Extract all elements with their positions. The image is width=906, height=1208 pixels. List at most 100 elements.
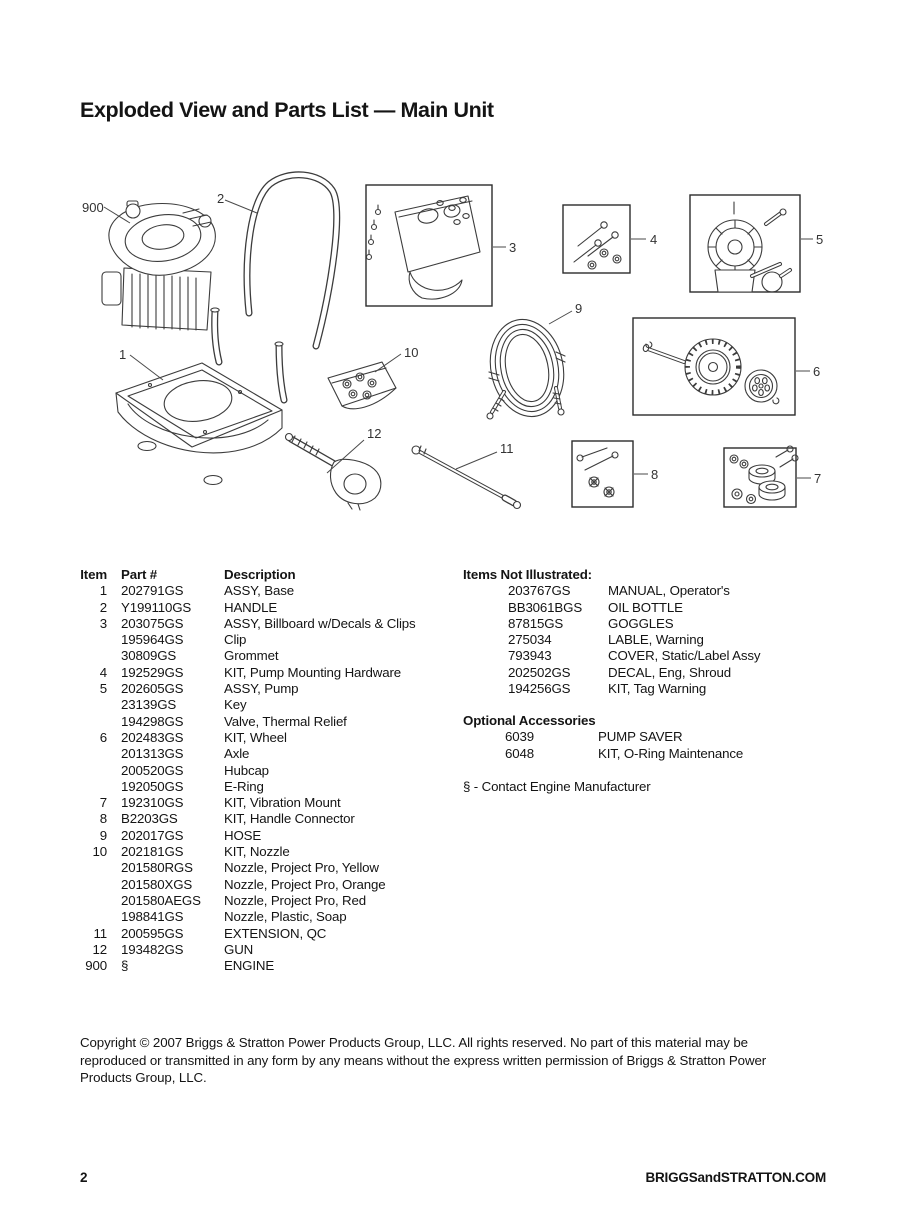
- desc-cell: GUN: [224, 941, 254, 957]
- pump-hardware-box-drawing: [562, 204, 631, 274]
- part-cell: 203075GS: [121, 615, 184, 631]
- callout-12: 12: [367, 426, 381, 441]
- parts-row: 192050GS E-Ring: [80, 779, 462, 795]
- parts-row: 900§ENGINE: [80, 958, 462, 974]
- callout-4: 4: [650, 232, 657, 247]
- engine-drawing: [101, 200, 216, 331]
- parts-row: 198841GS Nozzle, Plastic, Soap: [80, 909, 462, 925]
- item-cell: 9: [99, 827, 107, 843]
- parts-row: 201313GS Axle: [80, 746, 462, 762]
- desc-cell: ASSY, Billboard w/Decals & Clips: [224, 615, 416, 631]
- item-cell: 10: [92, 844, 108, 860]
- part-cell: 194298GS: [121, 713, 184, 729]
- item-cell: 11: [93, 925, 107, 941]
- item-cell: [80, 714, 107, 730]
- item-cell: [80, 779, 107, 795]
- wheel-box-drawing: [632, 317, 796, 416]
- part-cell: 202483GS: [121, 729, 184, 745]
- callout-9: 9: [575, 301, 582, 316]
- desc-cell: KIT, Pump Mounting Hardware: [224, 664, 402, 680]
- part-cell: 195964GS: [121, 632, 184, 648]
- item-cell: [80, 648, 107, 664]
- item-cell: 1: [99, 583, 107, 599]
- callout-leader-lines: [103, 199, 813, 479]
- callout-11: 11: [500, 441, 514, 456]
- billboard-box-drawing: [365, 184, 493, 307]
- part-cell: 192310GS: [121, 795, 184, 811]
- parts-table-header: Item Part # Description: [80, 567, 462, 583]
- desc-cell: MANUAL, Operator's: [608, 583, 730, 599]
- callout-3: 3: [509, 240, 516, 255]
- desc-cell: KIT, Wheel: [224, 729, 287, 745]
- item-cell: [80, 860, 107, 876]
- item-header: Item: [80, 567, 107, 582]
- desc-cell: COVER, Static/Label Assy: [608, 648, 761, 664]
- item-cell: 8: [99, 811, 107, 827]
- desc-cell: LABLE, Warning: [608, 632, 704, 648]
- part-cell: 201313GS: [121, 746, 184, 762]
- extension-drawing: [411, 445, 522, 510]
- parts-row: 23139GS Key: [80, 697, 462, 713]
- part-cell: 200595GS: [121, 925, 184, 941]
- desc-cell: OIL BOTTLE: [608, 599, 683, 615]
- desc-cell: EXTENSION, QC: [224, 925, 327, 941]
- callout-10: 10: [404, 345, 418, 360]
- item-cell: [80, 746, 107, 762]
- item-cell: 4: [99, 664, 107, 680]
- part-cell: 202605GS: [121, 681, 184, 697]
- item-cell: 12: [92, 941, 108, 957]
- desc-cell: KIT, Nozzle: [224, 844, 290, 860]
- part-cell: 202502GS: [508, 664, 571, 680]
- item-cell: 5: [99, 681, 107, 697]
- desc-cell: Nozzle, Plastic, Soap: [224, 909, 347, 925]
- desc-cell: Nozzle, Project Pro, Orange: [224, 876, 386, 892]
- part-cell: 193482GS: [121, 941, 184, 957]
- part-cell: 194256GS: [508, 681, 571, 697]
- desc-cell: Axle: [224, 746, 250, 762]
- not-illustrated-title: Items Not Illustrated:: [463, 567, 592, 582]
- desc-cell: Valve, Thermal Relief: [224, 713, 347, 729]
- part-cell: 198841GS: [121, 909, 184, 925]
- desc-cell: KIT, Vibration Mount: [224, 795, 341, 811]
- page-number: 2: [80, 1170, 88, 1185]
- desc-cell: DECAL, Eng, Shroud: [608, 664, 731, 680]
- callout-8: 8: [651, 467, 658, 482]
- website-text: BRIGGSandSTRATTON.COM: [645, 1170, 826, 1185]
- desc-cell: HOSE: [224, 827, 262, 843]
- callout-7: 7: [814, 471, 821, 486]
- handle-connector-box-drawing: [571, 440, 634, 508]
- desc-cell: PUMP SAVER: [598, 729, 683, 745]
- desc-cell: GOGGLES: [608, 615, 674, 631]
- part-cell: 23139GS: [121, 697, 177, 713]
- part-cell: 192050GS: [121, 778, 184, 794]
- desc-cell: Key: [224, 697, 247, 713]
- part-cell: §: [121, 958, 129, 974]
- part-cell: B2203GS: [121, 811, 178, 827]
- item-cell: [80, 877, 107, 893]
- desc-cell: E-Ring: [224, 778, 264, 794]
- desc-cell: ENGINE: [224, 958, 275, 974]
- part-cell: 202181GS: [121, 844, 184, 860]
- part-header: Part #: [121, 567, 158, 582]
- item-cell: [80, 909, 107, 925]
- part-cell: 793943: [508, 648, 552, 664]
- desc-cell: Nozzle, Project Pro, Red: [224, 892, 366, 908]
